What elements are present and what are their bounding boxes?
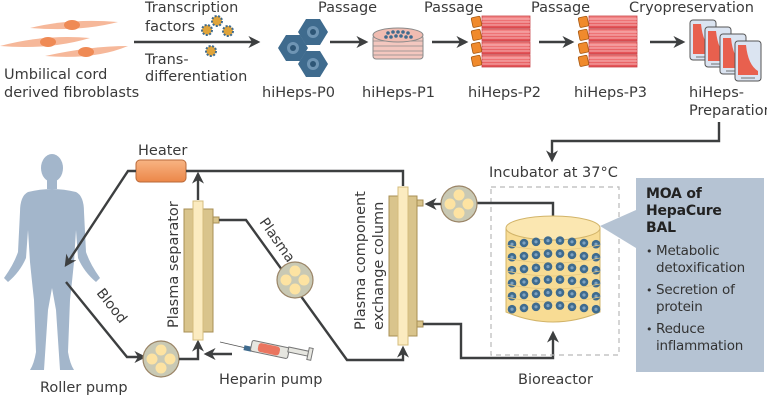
- fibroblast-cells-icon: [0, 20, 128, 57]
- cryopreservation-label: Cryopreservation: [629, 0, 754, 16]
- flask-cap: [470, 54, 483, 67]
- flask-cap: [577, 54, 590, 67]
- moa-item: Secretion of protein: [646, 282, 756, 316]
- source-label-line2: derived fibroblasts: [4, 85, 139, 101]
- bioreactor-label: Bioreactor: [518, 372, 593, 388]
- preparation-to-incubator-arrow: [546, 122, 721, 163]
- moa-title-line1: MOA of: [646, 186, 702, 202]
- heater-label: Heater: [138, 143, 187, 159]
- heater-to-exchange-column-line: [186, 169, 405, 186]
- plasma-exchange-column-icon: [388, 186, 424, 346]
- hiheps-p1-dish-stack-icon: [372, 27, 424, 60]
- passage-label-1: Passage: [318, 0, 377, 16]
- hiheps-p3-flask-stack-icon: [577, 15, 638, 68]
- heater-icon: [135, 159, 187, 183]
- return-to-body-line: [64, 169, 136, 268]
- plasma-separator-icon: [183, 200, 220, 341]
- moa-item: Metabolic detoxification: [646, 243, 756, 277]
- passage-label-2: Passage: [424, 0, 483, 16]
- bioreactor-outlet-line: [476, 201, 555, 216]
- moa-item: Reduce inflammation: [646, 321, 756, 355]
- stage-label-prep-line1: hiHeps-: [689, 85, 744, 101]
- flask-cap: [577, 41, 590, 54]
- flask-cap: [577, 15, 590, 28]
- plasma-pump-icon: [276, 261, 314, 299]
- human-body-icon: [4, 154, 100, 370]
- flask-cap: [577, 28, 590, 41]
- transdiff-label-line1: Trans-: [144, 52, 189, 68]
- transdiff-label-line2: differentiation: [145, 69, 247, 85]
- transcription-label-line2: factors: [145, 19, 195, 35]
- transcription-label-line1: Transcription: [144, 0, 238, 16]
- moa-list: Metabolic detoxification Secretion of pr…: [646, 243, 756, 355]
- moa-callout-pointer: [600, 210, 636, 248]
- flask-cap: [470, 28, 483, 41]
- cryo-bags-icon: [689, 19, 762, 82]
- stage-label-prep-line2: Preparation: [689, 103, 767, 119]
- stage-label-p0: hiHeps-P0: [262, 85, 335, 101]
- hiheps-p0-icon: [278, 19, 328, 77]
- exchange-column-label-line2: exchange column: [371, 202, 387, 330]
- transcription-factor-icon: [201, 15, 234, 57]
- flask-cap: [470, 15, 483, 28]
- exchange-column-label-line1: Plasma component: [353, 191, 369, 330]
- moa-callout-box: MOA of HepaCure BAL Metabolic detoxifica…: [636, 178, 764, 372]
- pump-to-separator-line: [179, 339, 204, 361]
- stage-label-p3: hiHeps-P3: [574, 85, 647, 101]
- roller-pump-icon: [142, 340, 180, 378]
- bioreactor-pump-icon: [440, 185, 478, 223]
- incubator-box: [490, 186, 620, 356]
- roller-pump-label: Roller pump: [40, 380, 128, 396]
- plasma-separator-label: Plasma separator: [166, 201, 182, 328]
- source-label-line1: Umbilical cord: [4, 67, 107, 83]
- passage-label-3: Passage: [531, 0, 590, 16]
- plasma-line: [219, 218, 409, 362]
- incubator-label: Incubator at 37°C: [489, 165, 618, 181]
- moa-title-line2: HepaCure BAL: [646, 203, 722, 236]
- stage-label-p1: hiHeps-P1: [362, 85, 435, 101]
- heparin-pump-label: Heparin pump: [219, 372, 322, 388]
- heparin-syringe-icon: [219, 340, 314, 361]
- stage-label-p2: hiHeps-P2: [468, 85, 541, 101]
- bioreactor-icon: [505, 215, 601, 323]
- column-to-bioreactor-line: [423, 322, 559, 360]
- hiheps-p2-flask-stack-icon: [470, 15, 531, 68]
- blood-line: [65, 281, 147, 363]
- flask-cap: [470, 41, 483, 54]
